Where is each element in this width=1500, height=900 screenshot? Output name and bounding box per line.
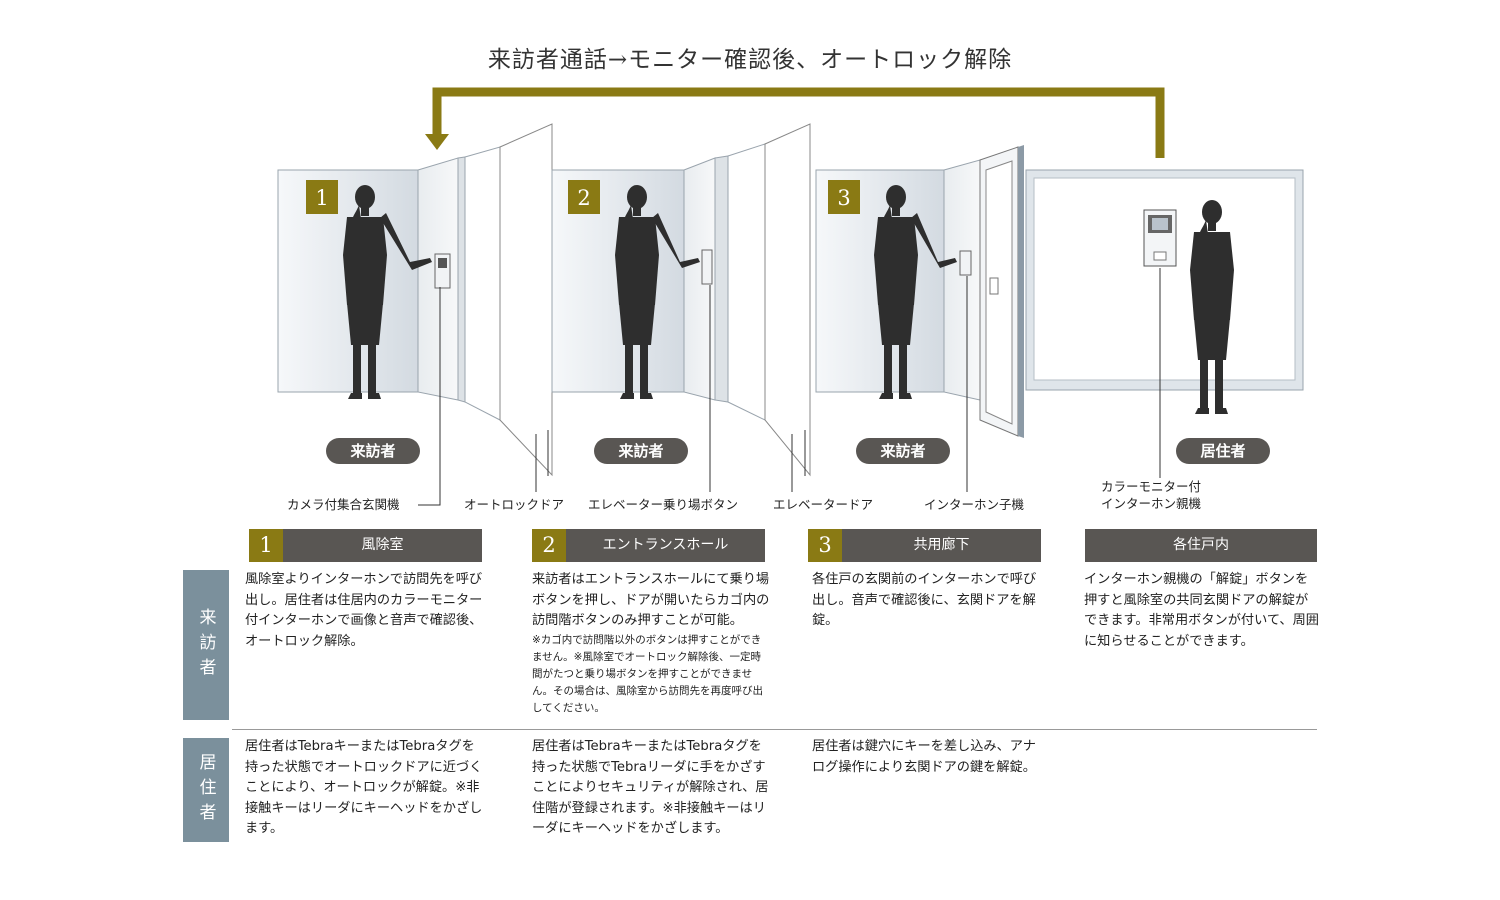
section-label-3: 共用廊下 <box>913 537 970 553</box>
visitor-desc-1: 風除室よりインターホンで訪問先を呼び出し。居住者は住居内のカラーモニター付インタ… <box>245 572 483 649</box>
section-num-2: 2 <box>532 529 566 562</box>
step-badge-2-text: 2 <box>577 186 590 210</box>
visitor-desc-2-block: 来訪者はエントランスホールにて乗り場ボタンを押し、ドアが開いたらカゴ内の訪問階ボ… <box>532 570 770 717</box>
step-badge-1-text: 1 <box>315 186 328 210</box>
flow-arrow-line <box>432 87 1165 158</box>
section-bar-3: 3 共用廊下 <box>808 529 1041 562</box>
step-badge-1 <box>306 180 338 214</box>
section-bar-2: 2 エントランスホール <box>532 529 765 562</box>
role-pill-resident: 居住者 <box>1176 438 1270 464</box>
scene-wind-break-room <box>277 123 553 477</box>
section-label-2: エントランスホール <box>602 537 729 553</box>
section-label-1: 風除室 <box>361 537 404 553</box>
visitor-desc-2: 来訪者はエントランスホールにて乗り場ボタンを押し、ドアが開いたらカゴ内の訪問階ボ… <box>532 572 770 628</box>
role-pill-visitor-3: 来訪者 <box>856 438 950 464</box>
role-pill-visitor-1: 来訪者 <box>326 438 420 464</box>
role-pill-visitor-2: 来訪者 <box>594 438 688 464</box>
callout-elevator-button: エレベーター乗り場ボタン <box>588 497 739 512</box>
section-bar-1: 1 風除室 <box>249 529 482 562</box>
flow-title: 来訪者通話→モニター確認後、オートロック解除 <box>487 47 1013 73</box>
row-divider <box>232 729 1317 730</box>
resident-desc-2: 居住者はTebraキーまたはTebraタグを持った状態でTebraリーダに手をか… <box>532 739 769 836</box>
callout-master-line2: インターホン親機 <box>1101 496 1202 511</box>
resident-desc-1: 居住者はTebraキーまたはTebraタグを持った状態でオートロックドアに近づく… <box>245 739 483 836</box>
side-label-visitor: 来訪者 <box>183 570 229 720</box>
callout-autolock-door: オートロックドア <box>464 497 565 512</box>
callout-intercom-slave: インターホン子機 <box>924 497 1025 512</box>
scene-entrance-hall <box>551 123 811 477</box>
callout-camera-panel: カメラ付集合玄関機 <box>287 497 400 512</box>
visitor-note-2: ※カゴ内で訪問階以外のボタンは押すことができません。※風除室でオートロック解除後… <box>532 633 763 714</box>
callout-lines <box>418 268 1161 506</box>
visitor-desc-3: 各住戸の玄関前のインターホンで呼び出し。音声で確認後に、玄関ドアを解錠。 <box>812 572 1037 628</box>
step-badge-2 <box>568 180 600 214</box>
visitor-desc-4: インターホン親機の「解錠」ボタンを押すと風除室の共同玄関ドアの解錠ができます。非… <box>1084 572 1319 649</box>
resident-desc-3: 居住者は鍵穴にキーを差し込み、アナログ操作により玄関ドアの鍵を解錠。 <box>812 739 1036 775</box>
scene-residence <box>1025 169 1304 414</box>
section-num-3: 3 <box>808 529 842 562</box>
callout-elevator-door: エレベータードア <box>773 497 874 512</box>
section-label-4: 各住戸内 <box>1173 537 1229 553</box>
step-badge-3 <box>828 180 860 214</box>
section-num-1: 1 <box>249 529 283 562</box>
side-label-resident: 居住者 <box>183 738 229 842</box>
section-bar-4: 各住戸内 <box>1085 529 1317 562</box>
callout-master-line1: カラーモニター付 <box>1101 479 1202 494</box>
flow-arrow-head <box>425 134 449 150</box>
step-badge-3-text: 3 <box>837 186 850 210</box>
